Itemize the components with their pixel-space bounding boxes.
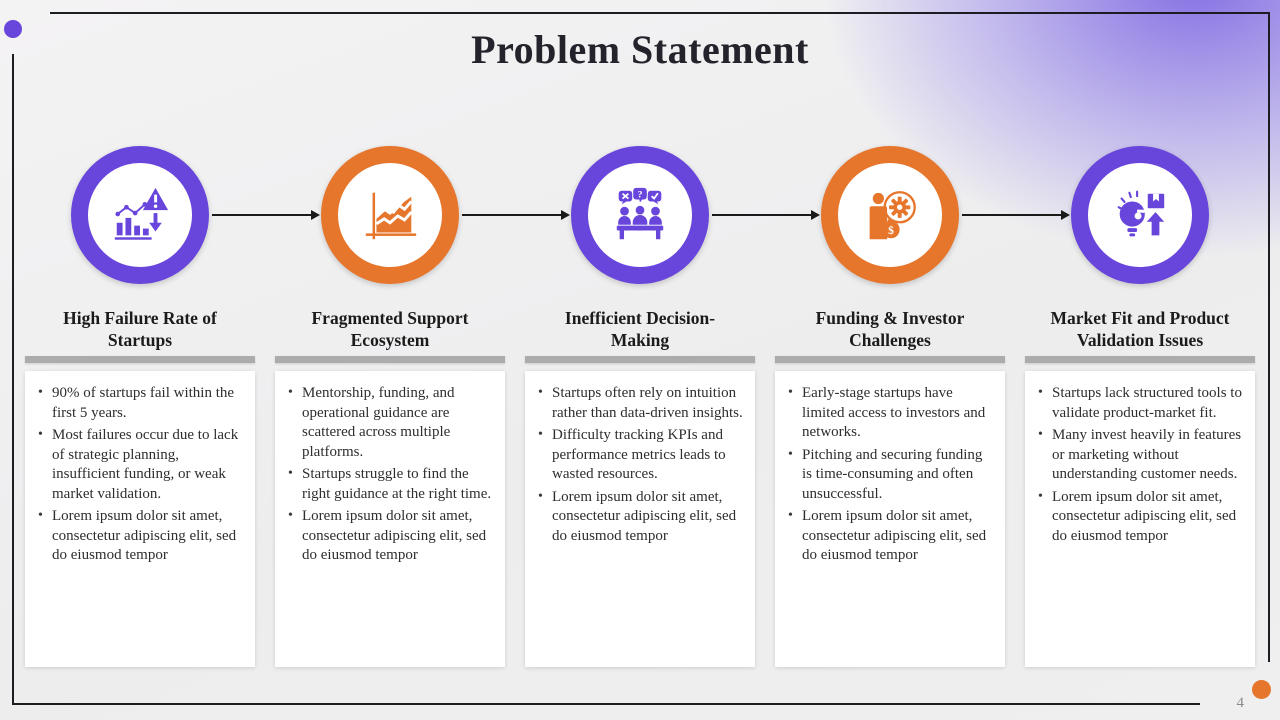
bullet-item: Many invest heavily in features or marke… <box>1037 426 1245 485</box>
bullet-item: Lorem ipsum dolor sit amet, consectetur … <box>537 488 745 547</box>
page-number: 4 <box>1236 695 1245 711</box>
bullet-item: Difficulty tracking KPIs and performance… <box>537 426 745 485</box>
bullet-item: Startups struggle to find the right guid… <box>287 465 495 504</box>
column-heading-1: High Failure Rate of Startups <box>63 308 217 351</box>
icon-cell-5 <box>1025 146 1255 284</box>
column-heading-2: Fragmented Support Ecosystem <box>311 308 469 351</box>
bullet-item: Pitching and securing funding is time-co… <box>787 446 995 505</box>
column-heading-3: Inefficient Decision-Making <box>564 308 716 351</box>
bullet-item: Lorem ipsum dolor sit amet, consectetur … <box>787 507 995 566</box>
team-decision-icon: ? <box>609 184 671 246</box>
bullet-item: Mentorship, funding, and operational gui… <box>287 384 495 462</box>
bullet-item: Lorem ipsum dolor sit amet, consectetur … <box>287 507 495 566</box>
content-row: 90% of startups fail within the first 5 … <box>25 371 1255 667</box>
content-box-2: Mentorship, funding, and operational gui… <box>275 371 505 667</box>
step-circle-2 <box>321 146 459 284</box>
frame-bottom-line <box>12 703 1200 705</box>
step-circle-5 <box>1071 146 1209 284</box>
icon-row: ? <box>25 146 1255 284</box>
bullet-list-2: Mentorship, funding, and operational gui… <box>287 384 495 566</box>
headings-row: High Failure Rate of Startups Fragmented… <box>25 282 1255 352</box>
icon-cell-1 <box>25 146 255 284</box>
investor-funding-icon: $ <box>859 184 921 246</box>
frame-top-line <box>50 12 1270 14</box>
connector-arrow-4 <box>962 210 1070 220</box>
separator-bar-5 <box>1025 356 1255 363</box>
market-validation-icon <box>1109 184 1171 246</box>
declining-chart-warning-icon <box>109 184 171 246</box>
bullet-item: Most failures occur due to lack of strat… <box>37 426 245 504</box>
step-circle-3: ? <box>571 146 709 284</box>
bullet-list-3: Startups often rely on intuition rather … <box>537 384 745 546</box>
column-heading-4: Funding & Investor Challenges <box>815 308 965 351</box>
stacked-area-chart-icon <box>359 184 421 246</box>
content-box-4: Early-stage startups have limited access… <box>775 371 1005 667</box>
icon-cell-4: $ <box>775 146 1005 284</box>
icon-cell-3: ? <box>525 146 755 284</box>
page-title: Problem Statement <box>471 27 809 72</box>
column-heading-5: Market Fit and Product Validation Issues <box>1050 308 1230 351</box>
connector-arrow-1 <box>212 210 320 220</box>
separator-bar-2 <box>275 356 505 363</box>
separator-bar-3 <box>525 356 755 363</box>
bullet-list-5: Startups lack structured tools to valida… <box>1037 384 1245 546</box>
frame-left-line <box>12 54 14 705</box>
svg-text:$: $ <box>888 224 894 237</box>
bullet-item: Startups lack structured tools to valida… <box>1037 384 1245 423</box>
content-box-5: Startups lack structured tools to valida… <box>1025 371 1255 667</box>
frame-right-line <box>1268 12 1270 662</box>
bullet-item: Early-stage startups have limited access… <box>787 384 995 443</box>
step-circle-4: $ <box>821 146 959 284</box>
bullet-item: Startups often rely on intuition rather … <box>537 384 745 423</box>
purple-dot-decoration <box>4 20 22 38</box>
bullet-item: Lorem ipsum dolor sit amet, consectetur … <box>1037 488 1245 547</box>
content-box-1: 90% of startups fail within the first 5 … <box>25 371 255 667</box>
icon-cell-2 <box>275 146 505 284</box>
separator-bar-1 <box>25 356 255 363</box>
bullet-item: 90% of startups fail within the first 5 … <box>37 384 245 423</box>
connector-arrow-2 <box>462 210 570 220</box>
svg-text:?: ? <box>638 190 643 201</box>
content-box-3: Startups often rely on intuition rather … <box>525 371 755 667</box>
separator-row <box>25 356 1255 363</box>
step-circle-1 <box>71 146 209 284</box>
bullet-list-4: Early-stage startups have limited access… <box>787 384 995 566</box>
bullet-list-1: 90% of startups fail within the first 5 … <box>37 384 245 566</box>
orange-dot-decoration <box>1252 680 1271 699</box>
bullet-item: Lorem ipsum dolor sit amet, consectetur … <box>37 507 245 566</box>
separator-bar-4 <box>775 356 1005 363</box>
connector-arrow-3 <box>712 210 820 220</box>
